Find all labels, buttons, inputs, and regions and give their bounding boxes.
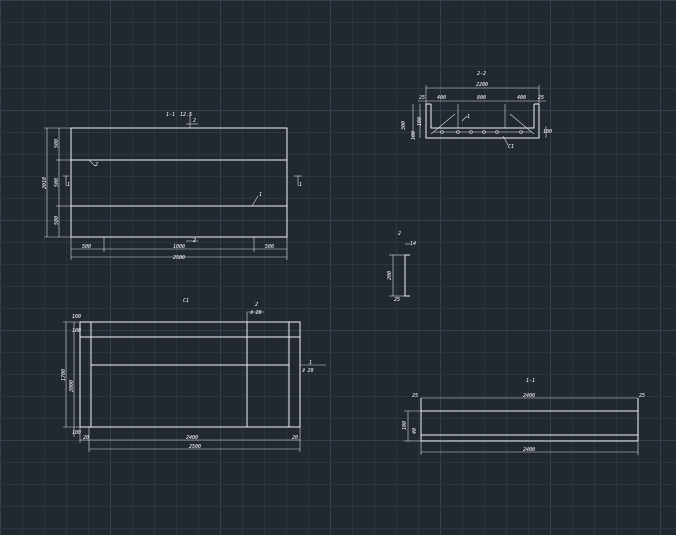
detail-dim-bottom-label: 25: [394, 297, 400, 303]
elevation-dim-left-e: 100: [72, 430, 81, 436]
plan-dim-left-a: 500: [54, 139, 60, 148]
plan-dim-bottom-a: 500: [82, 244, 91, 250]
plan-top-label: 12.5: [180, 112, 192, 118]
section22-dim-c: 400: [517, 95, 526, 101]
section22-edge-left: 25: [419, 95, 425, 101]
section22-link-leader: [502, 135, 509, 146]
elevation-dim-overall: 2500: [189, 444, 201, 450]
plan-cut-right-label: 1: [299, 182, 302, 188]
section22-dim-a: 400: [437, 95, 446, 101]
section22-link-label: C1: [508, 144, 514, 150]
plan-rebar-label-2: 1: [259, 192, 262, 198]
section22-dim-b: 800: [477, 95, 486, 101]
plan-section-tag: 1-1: [166, 112, 175, 118]
elevation-dim-bottom-edge: 20: [83, 435, 89, 441]
plan-dim-bottom-c: 500: [265, 244, 274, 250]
elevation-dim-left-a: 1700: [61, 369, 67, 381]
elevation-dim-left-c: 100: [72, 314, 81, 320]
section22-rebar-leader: [461, 115, 468, 122]
elevation-view-c1[interactable]: C1 2 Ⅱ 20 1 Ⅱ 20 1700 2000 100 100 100 2…: [61, 298, 326, 452]
section11-dim-left-a: 100: [402, 421, 408, 430]
section22-outline: [425, 104, 540, 139]
section22-diag-right: [509, 113, 535, 135]
elevation-dim-left-d: 100: [72, 328, 81, 334]
section22-dim-left-b: 100: [411, 131, 417, 140]
plan-top-marker: 2: [193, 118, 196, 124]
rebar-detail-2[interactable]: 2 14 200 25: [387, 231, 416, 303]
section11-dim-top-label: 2400: [523, 393, 535, 399]
plan-outline: [70, 127, 288, 238]
elevation-outline: [79, 321, 301, 428]
detail-bar-shape: [404, 254, 410, 297]
section22-dim-left-c: 100: [417, 117, 423, 126]
detail-dim-height-label: 200: [387, 271, 393, 280]
section22-bar-2: [456, 130, 460, 134]
section22-edge-right: 25: [538, 95, 544, 101]
section22-bar-1: [440, 130, 444, 134]
section11-dim-left-b: 40: [412, 428, 418, 434]
elevation-dim-bottom-b: 20: [292, 435, 298, 441]
plan-rebar-leader-2: [251, 195, 259, 207]
section22-bar-5: [495, 130, 499, 134]
section22-bar-4: [482, 130, 486, 134]
elevation-dim-left-b: 2000: [69, 380, 75, 392]
elevation-marker-right-label: Ⅱ 20: [302, 368, 314, 374]
section22-bar-3: [469, 130, 473, 134]
section22-dim-top-overall-label: 2200: [476, 82, 488, 88]
plan-dim-bottom-b: 1000: [173, 244, 185, 250]
section22-inner: [430, 104, 535, 129]
plan-cut-left-label: 1: [67, 182, 70, 188]
plan-dim-left-c: 500: [54, 216, 60, 225]
plan-dim-left-b: 500: [54, 178, 60, 187]
section22-rebar-label: 1: [467, 114, 470, 120]
plan-bottom-marker: 2: [193, 238, 196, 244]
section-1-1[interactable]: 1-1 2400 25 25 100 40 2400: [402, 378, 645, 455]
section11-dim-bottom-label: 2400: [523, 447, 535, 453]
section22-diag-left: [430, 113, 456, 135]
section-2-2[interactable]: 2-2 2200 400 800 400 25 25 300 100 100 1…: [401, 71, 552, 150]
plan-dim-overall: 2500: [173, 255, 185, 261]
plan-dim-left-total: 2010: [42, 177, 48, 189]
section22-bar-6: [519, 130, 523, 134]
detail-title: 2: [398, 231, 401, 237]
section22-dim-left-a: 300: [401, 121, 407, 131]
section22-title: 2-2: [477, 71, 486, 77]
detail-dim-top-label: 14: [410, 241, 416, 247]
elevation-dim-bottom-a: 2400: [186, 435, 198, 441]
plan-rebar-label-1: 2: [95, 162, 98, 168]
section22-dim-right: 100: [543, 129, 552, 135]
section11-edge-left: 25: [412, 393, 418, 399]
elevation-title: C1: [183, 298, 189, 304]
elevation-marker-top-label: Ⅱ 20: [250, 310, 262, 316]
section11-title: 1-1: [526, 378, 535, 384]
section11-edge-right: 25: [639, 393, 645, 399]
elevation-marker-right: 1: [309, 360, 312, 366]
elevation-marker-top: 2: [255, 302, 258, 308]
plan-view[interactable]: 1-1 12.5 2 2010 500 500 500 1 1 2 1: [42, 112, 302, 261]
plan-rebar-leader-1: [88, 159, 96, 167]
